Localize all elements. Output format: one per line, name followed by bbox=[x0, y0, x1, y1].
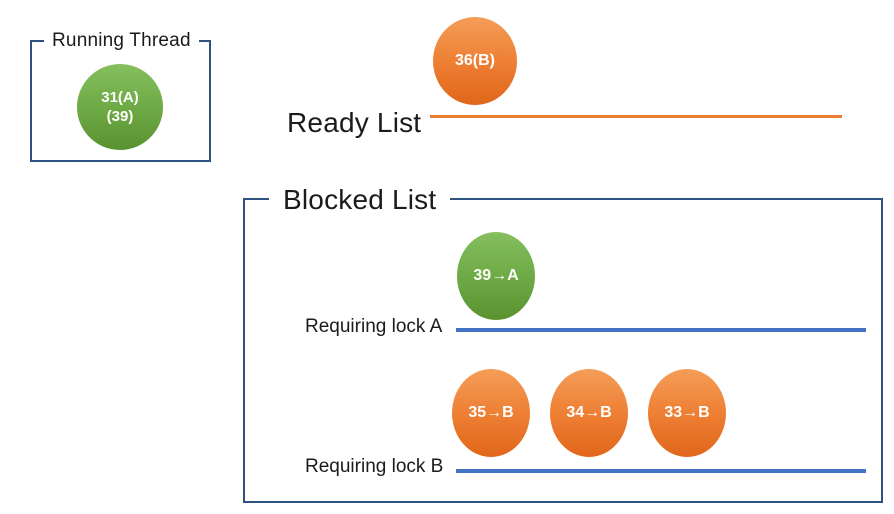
ready-list-line bbox=[430, 115, 842, 118]
blocked-thread-label: 33→B bbox=[664, 404, 710, 421]
blocked-thread-circle-lock-b-2: 34→B bbox=[550, 369, 628, 457]
ready-list-title: Ready List bbox=[287, 107, 422, 138]
lock-b-queue-line bbox=[456, 469, 866, 473]
blocked-thread-label: 39→A bbox=[473, 267, 519, 284]
running-thread-box-title: Running Thread bbox=[44, 29, 199, 53]
blocked-thread-circle-lock-a: 39→A bbox=[457, 232, 535, 320]
lock-a-queue-label: Requiring lock A bbox=[305, 316, 443, 337]
running-thread-held-lock: (39) bbox=[106, 108, 134, 125]
running-thread-circle: 31(A) (39) bbox=[77, 64, 163, 150]
lock-b-queue-label: Requiring lock B bbox=[305, 456, 444, 477]
running-thread-id: 31(A) bbox=[101, 89, 139, 106]
running-thread-box: Running Thread 31(A) (39) bbox=[30, 29, 211, 162]
ready-thread-circle: 36(B) bbox=[433, 17, 517, 105]
blocked-thread-circle-lock-b-1: 35→B bbox=[452, 369, 530, 457]
blocked-thread-label: 35→B bbox=[468, 404, 514, 421]
blocked-thread-circle-lock-b-3: 33→B bbox=[648, 369, 726, 457]
blocked-list-box-title: Blocked List bbox=[269, 183, 451, 217]
ready-thread-label: 36(B) bbox=[454, 52, 495, 69]
blocked-thread-label: 34→B bbox=[566, 404, 612, 421]
lock-a-queue-line bbox=[456, 328, 866, 332]
blocked-list-box: Blocked List 39→A Requiring lock A 35→B … bbox=[243, 183, 883, 503]
